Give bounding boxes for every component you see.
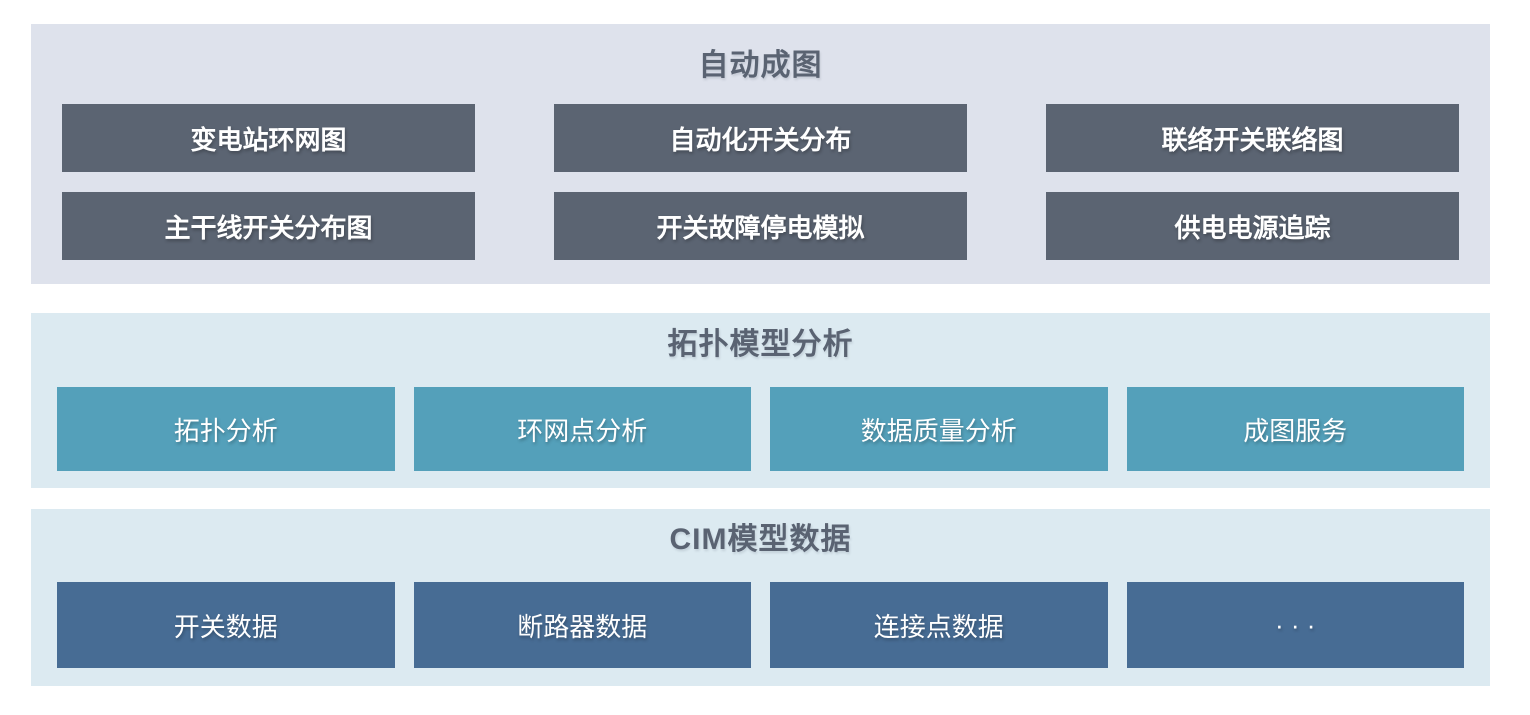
section-title-auto-drawing: 自动成图 bbox=[698, 49, 823, 82]
block-switch-data: 开关数据 bbox=[57, 582, 395, 668]
section-title-cim-model-data: CIM模型数据 bbox=[669, 523, 852, 556]
button-row: 拓扑分析 环网点分析 数据质量分析 成图服务 bbox=[57, 387, 1464, 471]
section-title-topology-model-analysis: 拓扑模型分析 bbox=[667, 328, 854, 361]
section-topology-model-analysis: 拓扑模型分析 拓扑分析 环网点分析 数据质量分析 成图服务 bbox=[31, 313, 1490, 488]
block-power-supply-source-tracing: 供电电源追踪 bbox=[1046, 192, 1459, 260]
block-trunk-line-switch-distribution-diagram: 主干线开关分布图 bbox=[62, 192, 475, 260]
block-topology-analysis: 拓扑分析 bbox=[57, 387, 395, 471]
block-switch-fault-outage-simulation: 开关故障停电模拟 bbox=[554, 192, 967, 260]
block-more-ellipsis: · · · bbox=[1126, 582, 1464, 668]
button-row: 主干线开关分布图 开关故障停电模拟 供电电源追踪 bbox=[62, 192, 1459, 260]
block-substation-ring-network-diagram: 变电站环网图 bbox=[62, 104, 475, 172]
block-ring-network-point-analysis: 环网点分析 bbox=[413, 387, 751, 471]
block-automation-switch-distribution: 自动化开关分布 bbox=[554, 104, 967, 172]
section-cim-model-data: CIM模型数据 开关数据 断路器数据 连接点数据 · · · bbox=[31, 509, 1490, 686]
block-tie-switch-connection-diagram: 联络开关联络图 bbox=[1046, 104, 1459, 172]
block-connection-point-data: 连接点数据 bbox=[770, 582, 1108, 668]
button-row: 变电站环网图 自动化开关分布 联络开关联络图 bbox=[62, 104, 1459, 172]
block-diagram-generation-service: 成图服务 bbox=[1126, 387, 1464, 471]
button-row: 开关数据 断路器数据 连接点数据 · · · bbox=[57, 582, 1464, 668]
section-auto-drawing: 自动成图 变电站环网图 自动化开关分布 联络开关联络图 主干线开关分布图 开关故… bbox=[31, 24, 1490, 284]
block-data-quality-analysis: 数据质量分析 bbox=[770, 387, 1108, 471]
block-breaker-data: 断路器数据 bbox=[413, 582, 751, 668]
